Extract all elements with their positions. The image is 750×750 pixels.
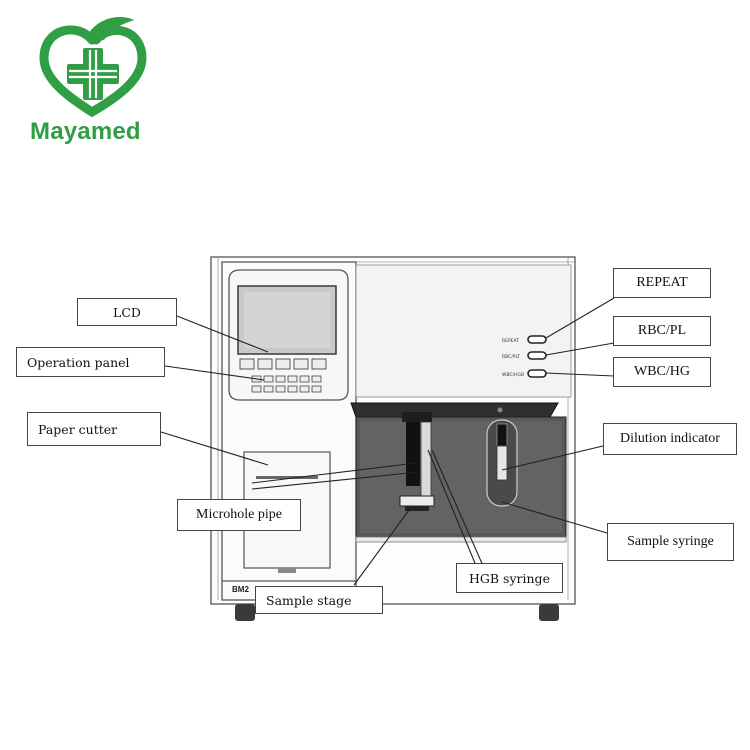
leader-lines	[160, 297, 615, 586]
paper-slot	[256, 476, 318, 479]
heart-cross-logo	[39, 16, 147, 118]
wbc-tiny-label: WBC/HGB	[502, 372, 524, 378]
sample-stage-plate	[399, 495, 435, 507]
status-buttons	[527, 335, 547, 378]
brand-name: Mayamed	[30, 118, 141, 145]
callout-rbc-pl: RBC/PL	[613, 316, 711, 346]
heart-outline	[39, 25, 147, 118]
callout-sample-syringe: Sample syringe	[607, 523, 734, 561]
function-keys	[239, 358, 327, 370]
right-foot	[539, 604, 559, 621]
callout-sample-stage: Sample stage	[255, 586, 383, 614]
rbc-tiny-label: RBC/PLT	[502, 354, 520, 360]
callout-wbc-hg: WBC/HG	[613, 357, 711, 387]
pipe-holder	[402, 412, 432, 422]
microhole-pipe-column	[406, 422, 420, 486]
callout-dilution-indicator: Dilution indicator	[603, 423, 737, 455]
callout-hgb-syringe: HGB syringe	[456, 563, 563, 593]
callout-lcd: LCD	[77, 298, 177, 326]
callout-repeat: REPEAT	[613, 268, 711, 298]
cross-in-heart-icon	[67, 48, 119, 100]
top-panel	[355, 264, 572, 398]
callout-operation-panel: Operation panel	[16, 347, 165, 377]
left-foot	[235, 604, 255, 621]
callout-microhole-pipe: Microhole pipe	[177, 499, 301, 531]
callout-paper-cutter: Paper cutter	[27, 412, 161, 446]
model-label: BM2	[232, 585, 249, 594]
repeat-tiny-label: REPEAT	[502, 338, 519, 344]
bay-lip	[350, 402, 559, 418]
